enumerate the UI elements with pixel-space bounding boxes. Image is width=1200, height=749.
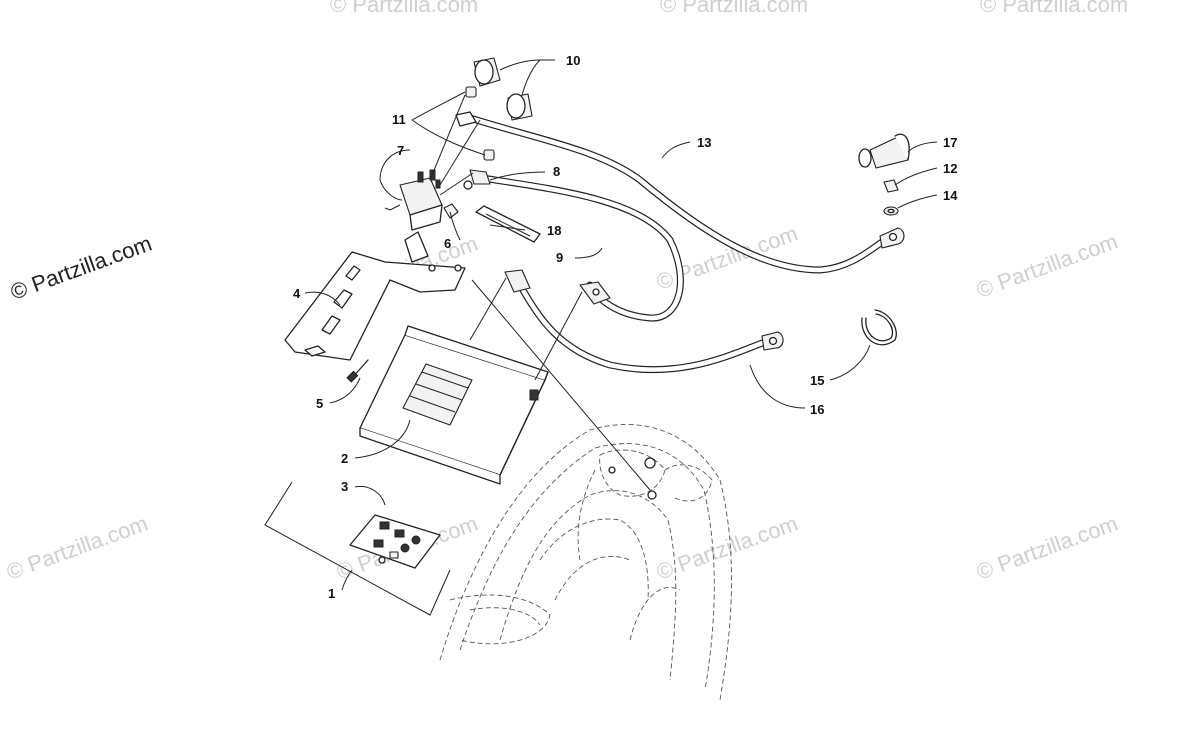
kit-bracket-1	[264, 481, 451, 616]
callout-18: 18	[547, 223, 561, 238]
watermark: © Partzilla.com	[973, 229, 1121, 303]
callout-4: 4	[293, 286, 301, 301]
battery-cable-16	[504, 269, 784, 374]
callout-12: 12	[943, 161, 957, 176]
callout-3: 3	[341, 479, 348, 494]
nut-12	[883, 179, 899, 193]
callout-6: 6	[444, 236, 451, 251]
callout-1: 1	[328, 586, 335, 601]
watermark: © Partzilla.com	[973, 511, 1121, 585]
bolt-5	[346, 359, 369, 383]
callout-8: 8	[553, 164, 560, 179]
watermark: © Partzilla.com	[653, 511, 801, 585]
terminal-boot-17	[858, 133, 910, 169]
callout-13: 13	[697, 135, 711, 150]
callout-11: 11	[392, 112, 406, 127]
callout-17: 17	[943, 135, 957, 150]
callout-14: 14	[943, 188, 958, 203]
watermark: © Partzilla.com	[980, 0, 1128, 17]
callout-16: 16	[810, 402, 824, 417]
vehicle-body-outline	[439, 424, 732, 701]
battery-cable-13	[466, 114, 905, 274]
watermark: © Partzilla.com	[660, 0, 808, 17]
watermark: © Partzilla.com	[3, 511, 151, 585]
terminal-boot-10	[473, 57, 533, 121]
cable-short-9	[579, 281, 611, 305]
callout-2: 2	[341, 451, 348, 466]
lock-washer-14	[883, 206, 899, 216]
callout-labels: 10 11 7 8 13 6 18 9 4 5 2 3 1 17 12 14 1…	[293, 53, 958, 601]
watermark: © Partzilla.com	[330, 0, 478, 17]
callout-10: 10	[566, 53, 580, 68]
starter-solenoid-7	[384, 169, 443, 231]
hardware-kit-3	[349, 514, 441, 569]
callout-9: 9	[556, 250, 563, 265]
clamp-15	[861, 309, 897, 346]
leader-lines	[304, 59, 938, 591]
nut-6	[443, 180, 473, 219]
callout-5: 5	[316, 396, 323, 411]
watermark-layer: © Partzilla.com © Partzilla.com © Partzi…	[3, 0, 1128, 585]
nut-11	[455, 86, 495, 161]
battery-strap-18	[475, 205, 541, 243]
watermark-main: © Partzilla.com	[7, 231, 155, 305]
battery-2	[359, 325, 549, 485]
battery-cable-8	[469, 169, 684, 322]
callout-15: 15	[810, 373, 824, 388]
callout-7: 7	[397, 143, 404, 158]
